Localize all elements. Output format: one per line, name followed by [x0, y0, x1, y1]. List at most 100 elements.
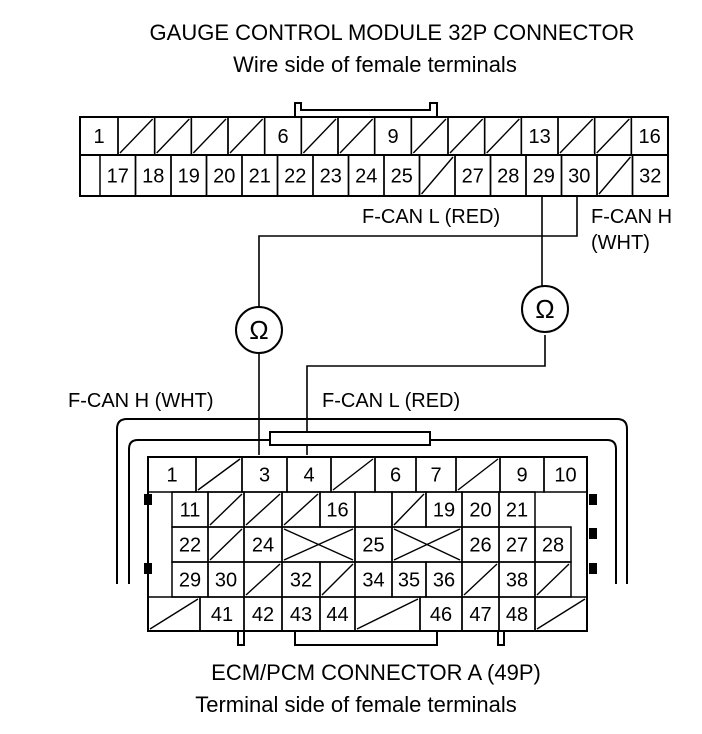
pin-cell: 29	[525, 154, 563, 197]
pin-number: 11	[180, 500, 201, 522]
pin-cell-unused	[447, 116, 486, 156]
unused-pin-slash	[245, 493, 281, 526]
unused-pin-slash	[209, 528, 243, 561]
pin-number: 29	[179, 570, 201, 592]
ecm-connector	[116, 418, 628, 646]
ohmmeter-right: Ω	[521, 285, 569, 333]
unused-pin-slash	[156, 118, 190, 154]
unused-pin-slash	[245, 563, 281, 596]
unused-pin-slash	[229, 118, 264, 154]
pin-number: 20	[469, 500, 491, 522]
pin-number: 10	[554, 465, 576, 487]
pin-cell-unused	[153, 116, 193, 156]
pin-number: 1	[93, 126, 104, 148]
pin-cell-border	[631, 154, 669, 197]
pin-number: 36	[433, 570, 455, 592]
pin-number: 9	[387, 126, 398, 148]
unused-pin-slash	[486, 118, 520, 154]
pin-cell: 20	[205, 154, 243, 197]
label-gauge-can-l: F-CAN L (RED)	[362, 206, 500, 228]
pin-cell: 1	[79, 116, 119, 156]
unused-pin-slash	[321, 563, 354, 596]
pin-cell-unused	[117, 116, 156, 156]
pin-cell-unused	[300, 116, 339, 156]
gauge-connector-latch	[294, 102, 438, 117]
unused-pin-slash	[339, 118, 374, 154]
pin-cell-border	[534, 596, 588, 632]
pin-number: 13	[529, 126, 551, 148]
unused-pin-slash	[420, 156, 454, 195]
pin-number: 44	[326, 604, 348, 626]
pin-number: 25	[362, 535, 384, 557]
pin-number: 6	[390, 465, 401, 487]
pin-cell: 21	[241, 154, 279, 197]
pin-number: 34	[362, 570, 384, 592]
unused-pin-slash	[393, 493, 425, 526]
pin-cell: 30	[560, 154, 598, 197]
unused-pin-slash	[197, 458, 241, 491]
pin-number: 43	[290, 604, 312, 626]
ecm-housing-outer	[116, 418, 628, 584]
pin-number: 35	[398, 570, 420, 592]
pin-cell-unused	[596, 154, 634, 197]
pin-number: 30	[568, 166, 590, 188]
pin-number: 17	[107, 166, 129, 188]
pin-cell: 24	[347, 154, 385, 197]
ecm-housing-tab	[269, 431, 431, 446]
pin-cell-unused	[534, 596, 588, 632]
label-ecm-can-h: F-CAN H (WHT)	[68, 390, 214, 412]
pin-cell-unused	[337, 116, 376, 156]
pin-number: 23	[320, 166, 342, 188]
gauge-connector-subtitle: Wire side of female terminals	[233, 52, 517, 77]
pin-number: 30	[215, 570, 237, 592]
ecm-connector-subtitle: Terminal side of female terminals	[195, 692, 517, 717]
unused-pin-slash	[457, 458, 499, 491]
blocked-pin-cross	[393, 528, 461, 561]
unused-pin-slash	[283, 493, 319, 526]
label-ecm-can-l: F-CAN L (RED)	[322, 390, 460, 412]
pin-number: 24	[355, 166, 377, 188]
unused-pin-slash	[449, 118, 484, 154]
unused-pin-slash	[149, 598, 199, 630]
pin-number: 47	[469, 604, 491, 626]
ecm-lug	[144, 563, 152, 574]
pin-number: 21	[506, 500, 528, 522]
pin-number: 19	[433, 500, 455, 522]
pin-number: 28	[542, 535, 564, 557]
ecm-bottom-key	[294, 631, 438, 646]
pin-number: 48	[506, 604, 528, 626]
pin-number: 20	[213, 166, 235, 188]
pin-number: 32	[639, 166, 661, 188]
pin-number: 1	[166, 465, 177, 487]
unused-pin-slash	[356, 598, 419, 630]
pin-cell: 27	[454, 154, 492, 197]
pin-cell-unused	[593, 116, 633, 156]
pin-cell-unused	[557, 116, 596, 156]
pin-cell-unused	[418, 154, 456, 197]
pin-number: 21	[249, 166, 271, 188]
pin-cell: 9	[373, 116, 413, 156]
unused-pin-slash	[192, 118, 227, 154]
unused-pin-slash	[119, 118, 154, 154]
pin-cell: 19	[170, 154, 208, 197]
pin-number: 38	[506, 570, 528, 592]
pin-number: 18	[142, 166, 164, 188]
pin-cell: 28	[489, 154, 527, 197]
pin-number: 42	[252, 604, 274, 626]
unused-pin-slash	[536, 563, 570, 596]
pin-cell-border	[543, 456, 588, 493]
pin-number: 3	[259, 465, 270, 487]
ecm-lug	[589, 528, 597, 539]
ohmmeter-left-circle	[235, 306, 283, 354]
pin-number: 24	[252, 535, 274, 557]
pin-cell: 32	[631, 154, 669, 197]
blocked-pin-cross	[283, 528, 354, 561]
pin-cell: 17	[99, 154, 137, 197]
ecm-bottom-stub-left	[237, 630, 245, 646]
unused-pin-slash	[598, 156, 632, 195]
pin-cell: 22	[276, 154, 314, 197]
pin-number: 16	[326, 500, 348, 522]
pin-cell-unused	[410, 116, 449, 156]
